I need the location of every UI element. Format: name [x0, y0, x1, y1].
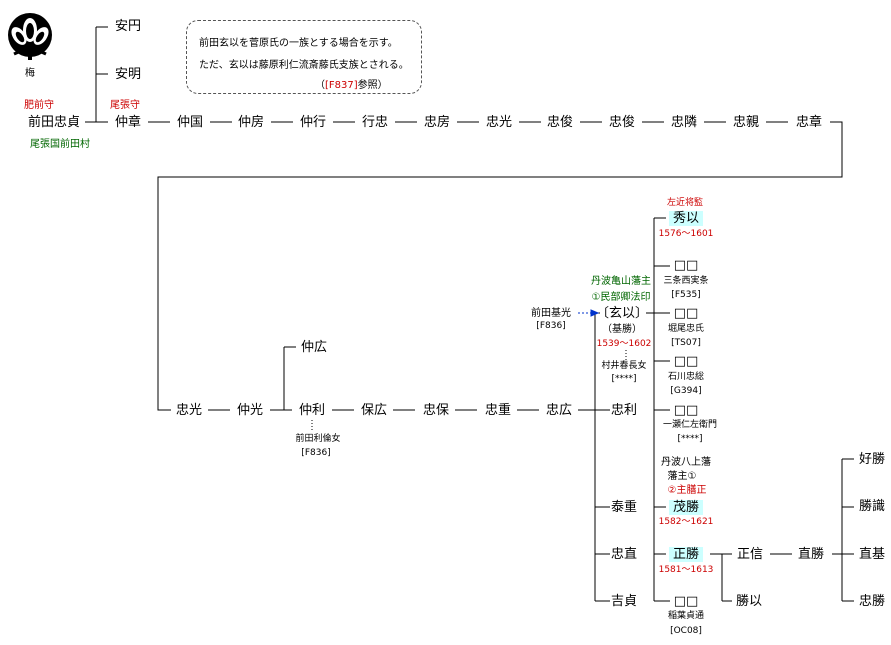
person-naomoto: 直基 — [858, 547, 886, 562]
person-d4: □□ — [673, 403, 699, 418]
crest-label: 梅 — [25, 68, 35, 79]
geni-alias: （基勝） — [602, 324, 642, 335]
d1-spouse-ref: [F535] — [671, 290, 701, 300]
d2-spouse: 堀尾忠氏 — [667, 324, 705, 334]
person-katsumochi: 勝以 — [735, 594, 763, 609]
nakatoshi-spouse-ref: [F836] — [301, 448, 331, 458]
note-line-1: 前田玄以を菅原氏の一族とする場合を示す。 — [199, 38, 398, 49]
shigekatsu-title-3: ②主膳正 — [667, 485, 707, 496]
d4-spouse-ref: [****] — [677, 434, 703, 444]
note-line-2: ただ、玄以は藤原利仁流斎藤氏支族とされる。 — [199, 60, 409, 71]
person-yasuhiro: 保広 — [360, 403, 388, 418]
person-tadashige: 忠重 — [484, 403, 512, 418]
person-yasushige: 泰重 — [610, 500, 638, 515]
person-masanobu: 正信 — [736, 547, 764, 562]
d4-spouse: 一瀬仁左衛門 — [662, 420, 718, 430]
d3-spouse-ref: [G394] — [670, 386, 702, 396]
person-katsushiki: 勝識 — [858, 499, 886, 514]
d3-spouse: 石川忠総 — [667, 372, 705, 382]
person-nakayuki: 仲行 — [299, 115, 327, 130]
person-tadanao: 忠直 — [610, 547, 638, 562]
person-tadakatsu: 忠勝 — [858, 594, 886, 609]
person-tadayasu: 忠保 — [422, 403, 450, 418]
note-ref: （[F837]参照） — [315, 76, 388, 91]
note-ref-code: [F837] — [325, 80, 358, 91]
person-d2: □□ — [673, 306, 699, 321]
person-tadachika: 忠親 — [732, 115, 760, 130]
geni-years: 1539～1602 — [596, 339, 652, 349]
d2-spouse-ref: [TS07] — [671, 338, 701, 348]
note-ref-close: 参照） — [357, 80, 388, 91]
person-nakahiro: 仲広 — [300, 340, 328, 355]
nakaaki-title: 尾張守 — [110, 100, 140, 111]
person-yoshisada: 吉貞 — [610, 594, 638, 609]
person-tadatoshi3: 忠利 — [610, 403, 638, 418]
masakatsu-years: 1581～1613 — [658, 565, 714, 575]
person-masakatsu: 正勝 — [668, 547, 704, 562]
person-tadatoshi2: 忠俊 — [608, 115, 636, 130]
person-nakaaki: 仲章 — [114, 115, 142, 130]
person-tadachika-rin: 忠隣 — [670, 115, 698, 130]
person-yukitada: 行忠 — [361, 115, 389, 130]
d1-spouse: 三条西実条 — [663, 276, 709, 286]
geni-adopted-from: 前田基光 — [531, 308, 571, 319]
person-yoshikatsu: 好勝 — [858, 452, 886, 467]
person-tadamitsu1: 忠光 — [485, 115, 513, 130]
person-nakafusa: 仲房 — [237, 115, 265, 130]
person-tadasada: 前田忠貞 — [27, 115, 81, 130]
person-naokatsu: 直勝 — [797, 547, 825, 562]
person-d3: □□ — [673, 354, 699, 369]
shigekatsu-title-1: 丹波八上藩 — [661, 457, 711, 468]
person-nakatoshi: 仲利 — [298, 403, 326, 418]
geni-spouse: 村井春長女 — [601, 361, 647, 371]
hidemochi-title: 左近将監 — [666, 198, 704, 208]
person-d5: □□ — [673, 594, 699, 609]
note-ref-open: （ — [315, 80, 325, 91]
note-box: 前田玄以を菅原氏の一族とする場合を示す。 ただ、玄以は藤原利仁流斎藤氏支族とされ… — [186, 20, 422, 94]
d5-spouse: 稲葉貞通 — [667, 611, 705, 621]
nakatoshi-spouse: 前田利倫女 — [295, 434, 341, 444]
person-nakamitsu: 仲光 — [236, 403, 264, 418]
hidemochi-years: 1576～1601 — [658, 229, 714, 239]
person-yasuaki: 安明 — [114, 67, 142, 82]
person-yasumaru: 安円 — [114, 19, 142, 34]
person-tadatoshi1: 忠俊 — [546, 115, 574, 130]
geni-adopted-ref: [F836] — [536, 321, 566, 331]
plum-blossom-crest-icon — [8, 13, 52, 60]
geni-title-2: ①民部卿法印 — [591, 292, 651, 303]
tadasada-title: 肥前守 — [24, 100, 54, 111]
person-tadahiro: 忠広 — [545, 403, 573, 418]
person-hidemochi: 秀以 — [668, 211, 704, 226]
tadasada-place: 尾張国前田村 — [30, 139, 90, 150]
person-geni: 〔玄以〕 — [595, 306, 649, 321]
person-tadaaki: 忠章 — [795, 115, 823, 130]
person-shigekatsu: 茂勝 — [668, 500, 704, 515]
d5-spouse-ref: [OC08] — [670, 626, 702, 636]
person-tadamitsu2: 忠光 — [175, 403, 203, 418]
shigekatsu-title-2: 藩主① — [667, 471, 697, 482]
geni-spouse-ref: [****] — [611, 374, 637, 384]
person-nakakuni: 仲国 — [176, 115, 204, 130]
person-d1: □□ — [673, 258, 699, 273]
geni-title-1: 丹波亀山藩主 — [591, 276, 651, 287]
shigekatsu-years: 1582～1621 — [658, 517, 714, 527]
person-tadafusa: 忠房 — [423, 115, 451, 130]
